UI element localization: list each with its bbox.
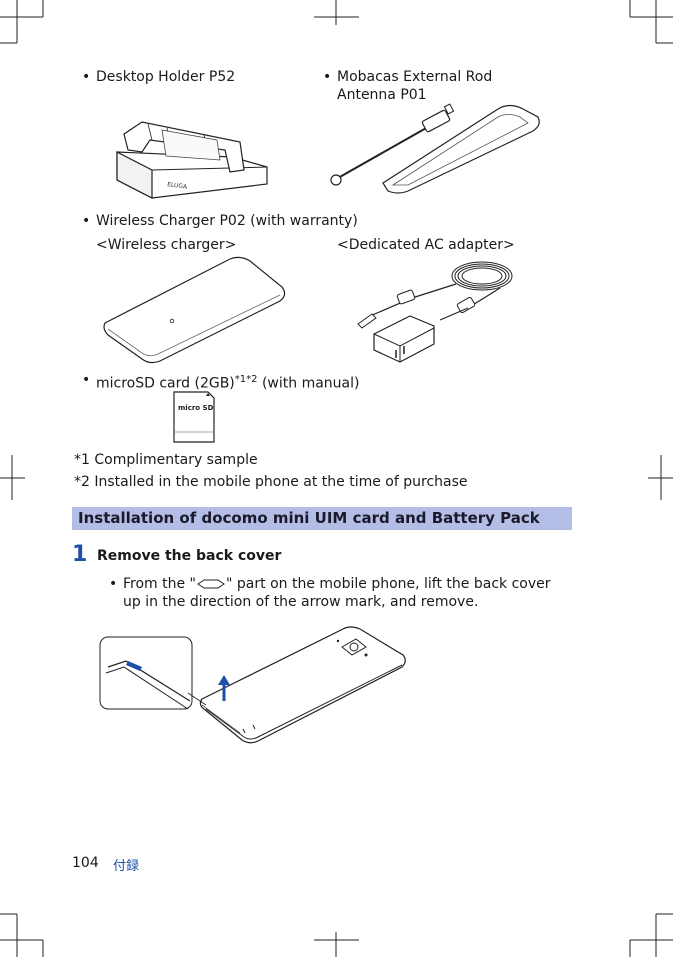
step-title: Remove the back cover (97, 548, 282, 564)
step-number: 1 (72, 542, 88, 567)
phone-back-cover-illustration (99, 626, 406, 744)
section-heading: Installation of docomo mini UIM card and… (72, 507, 572, 530)
footnote-1: *1 Complimentary sample (74, 452, 258, 468)
wireless-charger-illustration (103, 256, 286, 364)
wireless-charger-sublabel: <Wireless charger> (96, 237, 237, 253)
desktop-holder-label: Desktop Holder P52 (82, 68, 235, 86)
mobacas-antenna-label-line2: Antenna P01 (337, 87, 427, 103)
mobacas-antenna-label-line1: Mobacas External Rod (323, 68, 492, 86)
microsd-label-tail: (with manual) (257, 375, 360, 392)
ac-adapter-illustration (357, 261, 513, 363)
microsd-card-illustration: micro SD (173, 391, 215, 443)
page-number: 104 (72, 855, 99, 871)
microsd-label: microSD card (2GB)*1*2 (with manual) (82, 371, 360, 393)
instruction-part-b: " part on the mobile phone, lift the bac… (226, 576, 551, 592)
desktop-holder-illustration: ELUGA (116, 121, 268, 199)
wireless-charger-label: Wireless Charger P02 (with warranty) (82, 212, 358, 230)
ac-adapter-sublabel: <Dedicated AC adapter> (337, 237, 515, 253)
microsd-footnote-refs: *1*2 (234, 374, 258, 385)
microsd-label-main: microSD card (2GB) (96, 375, 235, 392)
step-instruction-line1: From the " " part on the mobile phone, li… (109, 575, 551, 593)
instruction-part-a: From the " (123, 576, 197, 592)
holder-logo: ELUGA (167, 181, 189, 191)
page-section-label: 付録 (113, 859, 140, 874)
antenna-illustration (330, 103, 540, 194)
notch-symbol-icon (197, 579, 225, 589)
step-instruction-line2: up in the direction of the arrow mark, a… (123, 594, 479, 610)
microsd-logo: micro SD (178, 404, 214, 412)
footnote-2: *2 Installed in the mobile phone at the … (74, 474, 468, 490)
